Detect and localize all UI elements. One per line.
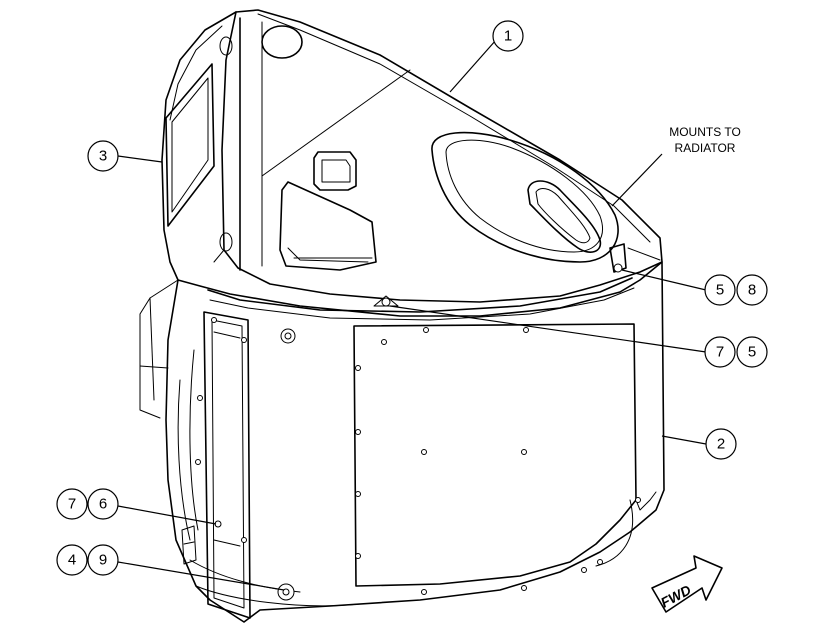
callout-balloon-9: 9: [87, 544, 119, 576]
leader-lines: [117, 39, 707, 591]
callout-balloon-6: 6: [87, 488, 119, 520]
callout-number: 9: [99, 552, 107, 569]
side-panel: [161, 11, 237, 281]
callout-balloon-3: 3: [87, 140, 119, 172]
callout-number: 4: [68, 552, 76, 569]
callout-number: 2: [717, 436, 725, 453]
note-line-1: MOUNTS TO: [669, 125, 741, 139]
callout-number: 7: [68, 496, 76, 513]
callout-number: 3: [99, 148, 107, 165]
callout-number: 5: [716, 282, 724, 299]
callout-balloon-5: 5: [704, 274, 736, 306]
callout-balloon-8: 8: [736, 274, 768, 306]
callout-balloon-5-second: 5: [736, 336, 768, 368]
callout-balloon-4: 4: [56, 544, 88, 576]
callout-number: 6: [99, 496, 107, 513]
callout-balloon-1: 1: [492, 20, 524, 52]
callout-number: 5: [748, 344, 756, 361]
forward-arrow-icon: FWD: [651, 555, 723, 613]
note-line-2: RADIATOR: [675, 141, 736, 155]
callout-balloon-2: 2: [705, 428, 737, 460]
callout-balloon-7: 7: [704, 336, 736, 368]
callout-number: 1: [504, 28, 512, 45]
lower-housing: [139, 261, 665, 623]
callout-number: 8: [748, 282, 756, 299]
fasteners: [195, 263, 641, 601]
top-shroud: [221, 9, 663, 303]
callout-balloon-7-second: 7: [56, 488, 88, 520]
callout-number: 7: [716, 344, 724, 361]
